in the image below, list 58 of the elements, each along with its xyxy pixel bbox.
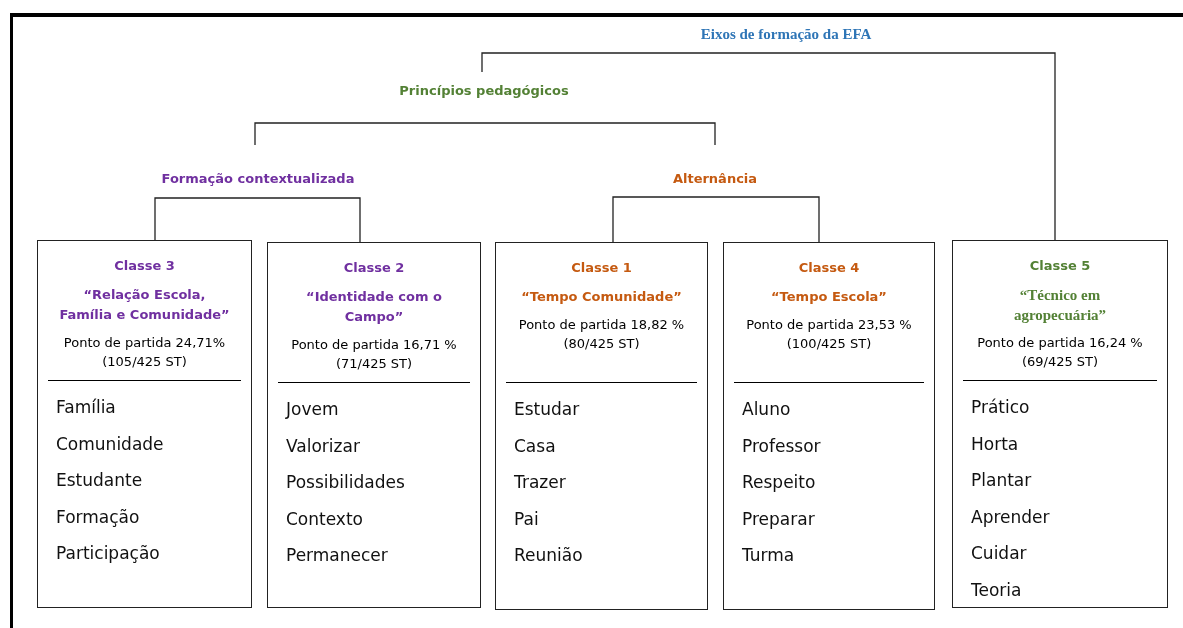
heading-label: Formação contextualizada <box>161 171 355 186</box>
class-name: “Identidade com o Campo” <box>305 288 443 326</box>
keyword: Estudante <box>56 469 143 492</box>
keyword: Formação <box>56 505 140 529</box>
bracket-connector <box>254 122 485 146</box>
keyword: Pai <box>514 507 539 531</box>
heading-label: Eixos de formação da EFA <box>700 26 872 43</box>
percentage-text: Ponto de partida 23,53 % (100/425 ST) <box>745 316 913 353</box>
class-box <box>267 242 481 608</box>
percentage-text: Ponto de partida 24,71% (105/425 ST) <box>62 334 227 371</box>
bracket-connector <box>154 197 259 241</box>
keyword: Reunião <box>514 544 583 567</box>
keyword: Jovem <box>286 398 339 421</box>
keyword: Professor <box>742 434 821 458</box>
keyword: Plantar <box>971 469 1032 492</box>
keyword: Participação <box>56 542 160 565</box>
keyword: Respeito <box>742 471 816 494</box>
percentage-text: Ponto de partida 16,71 % (71/425 ST) <box>290 336 458 373</box>
class-name: “Relação Escola, Família e Comunidade” <box>58 286 231 324</box>
keyword: Casa <box>514 434 556 458</box>
class-box <box>952 240 1168 608</box>
percentage-text: Ponto de partida 18,82 % (80/425 ST) <box>517 316 686 353</box>
bracket-connector <box>612 196 716 243</box>
bracket-connector <box>714 196 820 243</box>
keyword: Turma <box>742 544 795 567</box>
class-box <box>495 242 708 610</box>
keyword: Comunidade <box>56 432 164 456</box>
class-title: Classe 4 <box>798 260 860 275</box>
keyword: Trazer <box>514 471 566 494</box>
keyword: Contexto <box>286 507 363 531</box>
keyword: Possibilidades <box>286 471 405 494</box>
class-name: “Tempo Comunidade” <box>520 288 683 306</box>
bracket-connector <box>481 52 787 73</box>
keyword: Prático <box>971 396 1030 419</box>
class-title: Classe 2 <box>343 260 405 275</box>
bracket-connector <box>257 197 361 243</box>
keyword: Valorizar <box>286 434 360 458</box>
class-name: “Técnico em agropecuária” <box>1012 286 1108 325</box>
keyword: Aprender <box>971 505 1050 529</box>
keyword: Estudar <box>514 398 580 421</box>
keyword: Família <box>56 396 116 419</box>
class-title: Classe 1 <box>571 260 632 275</box>
heading-label: Alternância <box>672 171 758 186</box>
keyword: Teoria <box>971 578 1022 602</box>
class-box <box>37 240 252 608</box>
percentage-text: Ponto de partida 16,24 % (69/425 ST) <box>976 334 1144 371</box>
keyword: Permanecer <box>286 544 388 567</box>
keyword: Horta <box>971 432 1019 456</box>
class-name: “Tempo Escola” <box>770 288 888 306</box>
class-title: Classe 5 <box>1029 258 1091 273</box>
bracket-connector <box>785 52 1056 241</box>
keyword: Aluno <box>742 398 791 421</box>
bracket-connector <box>483 122 716 146</box>
class-title: Classe 3 <box>114 258 175 273</box>
keyword: Cuidar <box>971 542 1027 565</box>
keyword: Preparar <box>742 507 815 531</box>
class-box <box>723 242 935 610</box>
heading-label: Princípios pedagógicos <box>399 83 569 98</box>
